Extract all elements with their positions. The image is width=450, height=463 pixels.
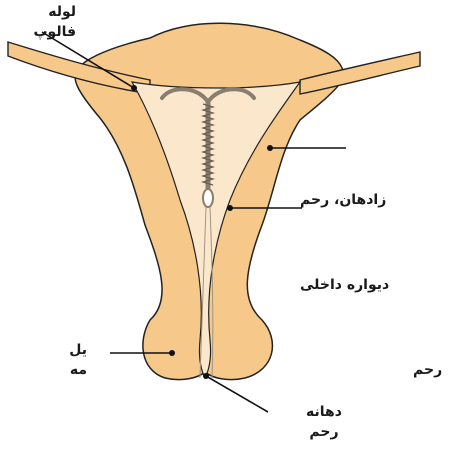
label-cervix-line2: رحم [298, 422, 350, 442]
label-uterus: رحم [413, 360, 442, 380]
leader-uterus-wall-dot [267, 145, 273, 151]
label-fallopian-line2: فالوپ [6, 22, 76, 42]
label-cervix: دهانه رحم [298, 402, 350, 442]
leader-fallopian-dot [131, 85, 137, 91]
label-fallopian-line1: لوله [6, 2, 76, 22]
label-thread: یل مه [55, 340, 87, 380]
label-thread-line1: یل [55, 340, 87, 360]
leader-cervix-dot [203, 373, 209, 379]
iud-bulb [203, 189, 213, 207]
leader-cavity-dot [227, 205, 233, 211]
label-thread-line2: مه [55, 360, 87, 380]
label-cervix-line1: دهانه [298, 402, 350, 422]
label-uterine-cavity: زادهان، رحم [300, 190, 386, 210]
leader-cervix [206, 376, 268, 412]
label-inner-wall: دیواره داخلی [300, 275, 389, 295]
label-fallopian-tube: لوله فالوپ [6, 2, 76, 42]
leader-thread-dot [169, 350, 175, 356]
